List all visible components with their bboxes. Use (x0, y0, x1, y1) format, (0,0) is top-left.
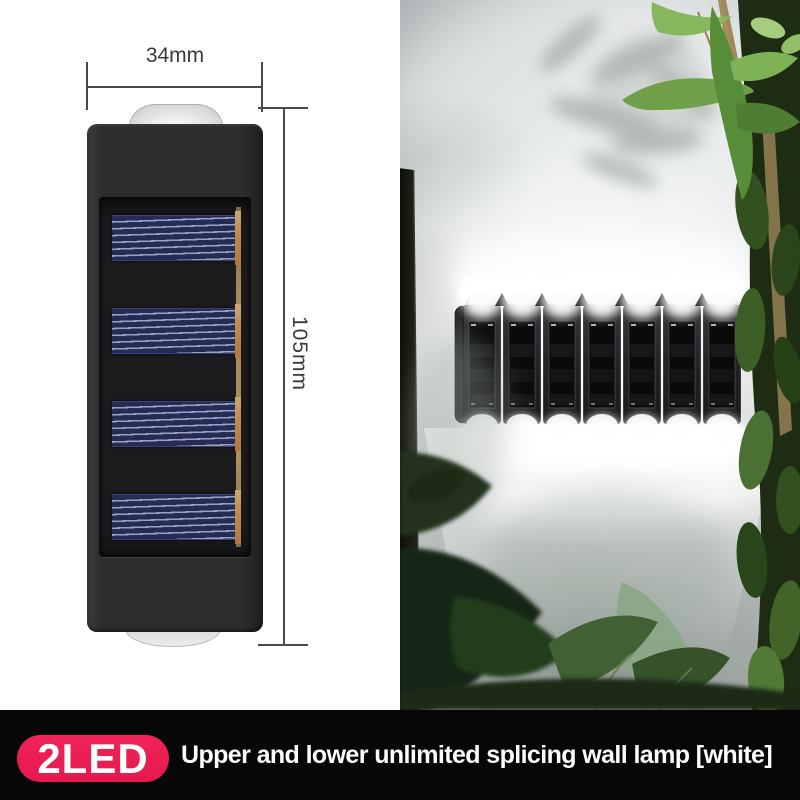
lamp-solar-panel (668, 320, 696, 409)
wall-lamp-unit-4 (575, 278, 623, 457)
height-dimension-label: 105mm (288, 316, 311, 392)
panel-reflection (630, 394, 654, 405)
panel-reflection (510, 344, 534, 357)
bottom-glow (541, 415, 583, 457)
panel-reflection (550, 369, 574, 382)
solder-tab (235, 211, 241, 265)
lamp-solar-panel (588, 320, 616, 409)
top-glow (462, 278, 502, 318)
panel-reflection (670, 369, 694, 382)
solar-panel-2 (112, 304, 241, 358)
panel-reflection (510, 394, 534, 405)
solder-tab (235, 490, 241, 544)
bottom-glow (621, 415, 663, 457)
height-dimension-tick-top (258, 107, 308, 109)
photo-art (400, 0, 800, 710)
led-count-badge: 2LED (17, 735, 169, 782)
bottom-glow (661, 415, 703, 457)
panel-reflection (670, 394, 694, 405)
caption-bar: 2LED Upper and lower unlimited splicing … (0, 710, 800, 800)
panel-reflection (510, 369, 534, 382)
panel-reflection (710, 369, 734, 382)
wall-lamp-unit-5 (615, 278, 663, 457)
width-dimension-tick-right (261, 62, 263, 112)
panel-reflection (710, 344, 734, 357)
wall-lamp-unit-3 (535, 278, 583, 457)
bottom-glow (701, 415, 743, 457)
top-right-plant (622, 0, 800, 200)
solar-panel-1 (112, 211, 241, 265)
caption-text: Upper and lower unlimited splicing wall … (181, 740, 773, 769)
panel-reflection (550, 344, 574, 357)
width-dimension-label: 34mm (145, 44, 205, 67)
solar-panel-4 (112, 490, 241, 544)
lamp-body-drawing (87, 124, 263, 632)
height-dimension-line (283, 107, 285, 646)
bottom-center-foliage (400, 582, 800, 710)
lamp-solar-panel (548, 320, 576, 409)
wall-lamp-unit-2 (495, 278, 543, 457)
panel-reflection (710, 394, 734, 405)
solar-panel-recess (99, 197, 251, 557)
installed-lamp-photo (400, 0, 800, 710)
panel-reflection (550, 394, 574, 405)
wall-lamp-unit-7 (695, 278, 743, 457)
solder-tab (235, 304, 241, 358)
bottom-left-foliage (400, 452, 568, 710)
panel-reflection (590, 394, 614, 405)
top-glow (702, 278, 742, 318)
height-dimension-tick-bottom (258, 644, 308, 646)
wall-shadow-smudge (490, 490, 730, 630)
lamp-solar-panel (508, 320, 536, 409)
panel-connector-strip (236, 207, 241, 547)
top-glow (582, 278, 622, 318)
lamp-solar-panel (628, 320, 656, 409)
panel-reflection (630, 369, 654, 382)
bottom-glow (581, 415, 623, 457)
wall-lamp-unit-6 (655, 278, 703, 457)
solar-panel-3 (112, 397, 241, 451)
panel-reflection (590, 344, 614, 357)
top-glow (542, 278, 582, 318)
solder-tab (235, 397, 241, 451)
top-glow (662, 278, 702, 318)
panel-reflection (590, 369, 614, 382)
panel-reflection (670, 344, 694, 357)
top-glow (622, 278, 662, 318)
top-glow (502, 278, 542, 318)
bottom-glow (501, 415, 543, 457)
width-dimension-tick-left (86, 62, 88, 110)
lamp-solar-panel (708, 320, 736, 409)
width-dimension-line (87, 86, 263, 88)
panel-reflection (630, 344, 654, 357)
dimension-diagram: 34mm 105mm (0, 0, 400, 710)
